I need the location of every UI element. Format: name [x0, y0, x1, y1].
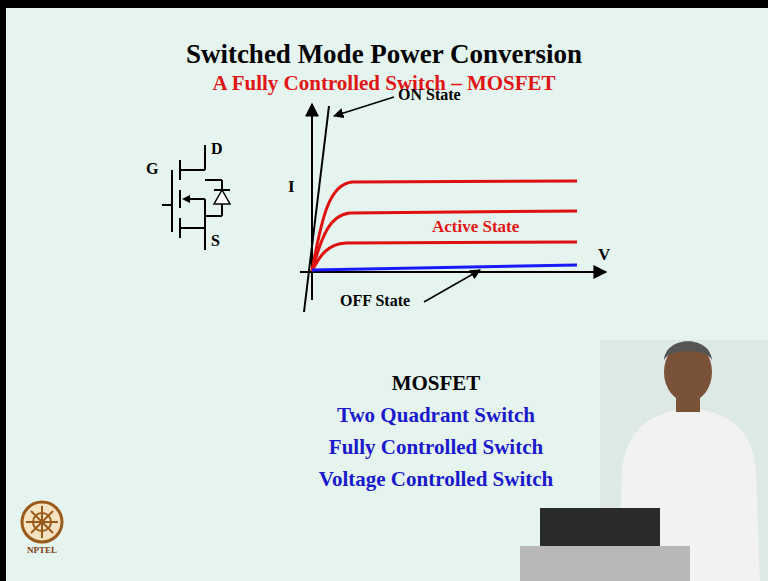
list-heading: MOSFET: [392, 372, 481, 395]
logo-text: NPTEL: [27, 546, 57, 556]
property-item: Voltage Controlled Switch: [319, 468, 554, 491]
state-label: ON State: [398, 86, 461, 104]
active-curves: [312, 181, 577, 271]
lecturer-figure: [520, 340, 768, 581]
leader-line: [424, 270, 480, 302]
slide-subtitle: A Fully Controlled Switch – MOSFET: [212, 72, 555, 95]
body-diode: [214, 190, 230, 204]
leader-line: [334, 97, 394, 116]
axis-label: V: [598, 246, 610, 265]
mosfet-arrow: [182, 195, 190, 203]
slide-title: Switched Mode Power Conversion: [186, 40, 582, 70]
mosfet-symbol: [162, 145, 230, 250]
frame-border: [0, 0, 6, 581]
state-label: Active State: [432, 218, 519, 237]
nptel-logo: [22, 502, 62, 542]
frame-border: [0, 0, 768, 8]
axis-label: I: [288, 178, 295, 197]
off-state-line: [312, 265, 577, 270]
property-item: Fully Controlled Switch: [329, 436, 543, 459]
pin-name: G: [146, 160, 158, 178]
voltage-axis: [300, 271, 606, 273]
pin-name: S: [211, 232, 220, 250]
state-label: OFF State: [340, 292, 410, 310]
property-item: Two Quadrant Switch: [337, 404, 535, 427]
pin-name: D: [211, 140, 223, 158]
